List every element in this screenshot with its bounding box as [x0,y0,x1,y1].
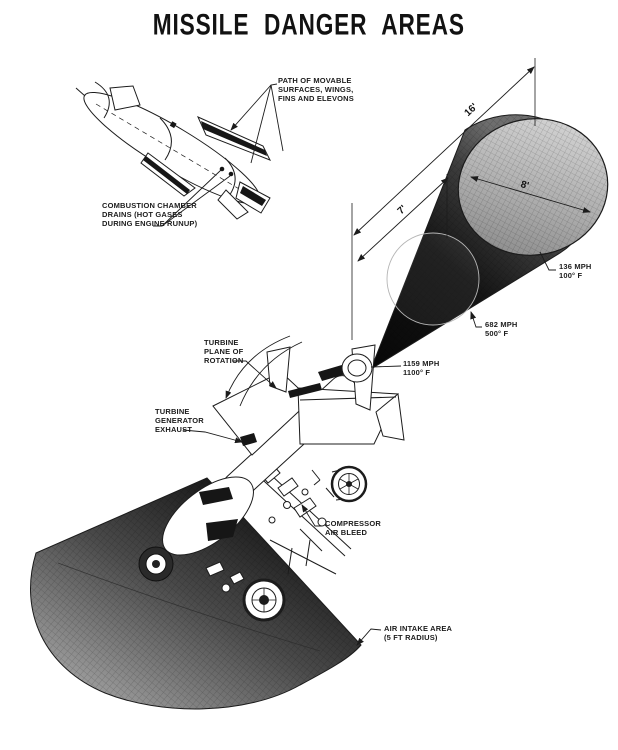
dimension-7ft-text: 7' [396,203,409,216]
inner-velocity-contour [386,232,480,326]
label-turbine-plane-of-rotation: TURBINE PLANE OF ROTATION [204,338,244,365]
exhaust-nozzle [341,353,373,383]
nose-intake-opening [206,519,238,541]
dimension-16ft-text: 16' [463,102,480,119]
label-speed-682-mph: 682 MPH 500° F [485,320,518,338]
turbine-generator-exhaust-port [240,433,257,446]
leader-lines [153,83,556,646]
title-bar: MISSILE DANGER AREAS [0,8,618,42]
air-intake-danger-area [30,477,362,710]
inset-tail-fin-2 [217,189,249,220]
nose-intake-shadow [199,487,233,505]
turbine-plane-arcs [225,335,303,407]
page-title: MISSILE DANGER AREAS [152,8,466,42]
trailer-wheel-front-left [138,546,174,582]
label-compressor-air-bleed: COMPRESSOR AIR BLEED [325,519,381,537]
label-path-of-movable-surfaces: PATH OF MOVABLE SURFACES, WINGS, FINS AN… [278,76,354,103]
wing-root-dark-band [288,383,322,398]
label-turbine-generator-exhaust: TURBINE GENERATOR EXHAUST [155,407,204,434]
label-speed-136-mph: 136 MPH 100° F [559,262,592,280]
left-tail-fin [266,346,291,393]
label-combustion-chamber-drains: COMBUSTION CHAMBER DRAINS (HOT GASES DUR… [102,201,198,228]
trailer-wheel-rear [242,578,286,622]
trailer-wheel-right [330,465,368,503]
combustion-drain-2 [228,171,234,177]
missile-on-trailer [138,335,405,622]
missile-inset [75,81,272,220]
label-speed-1159-mph: 1159 MPH 1100° F [403,359,440,377]
right-wingtip-plate [375,393,405,441]
label-air-intake-area: AIR INTAKE AREA (5 FT RADIUS) [384,624,453,642]
